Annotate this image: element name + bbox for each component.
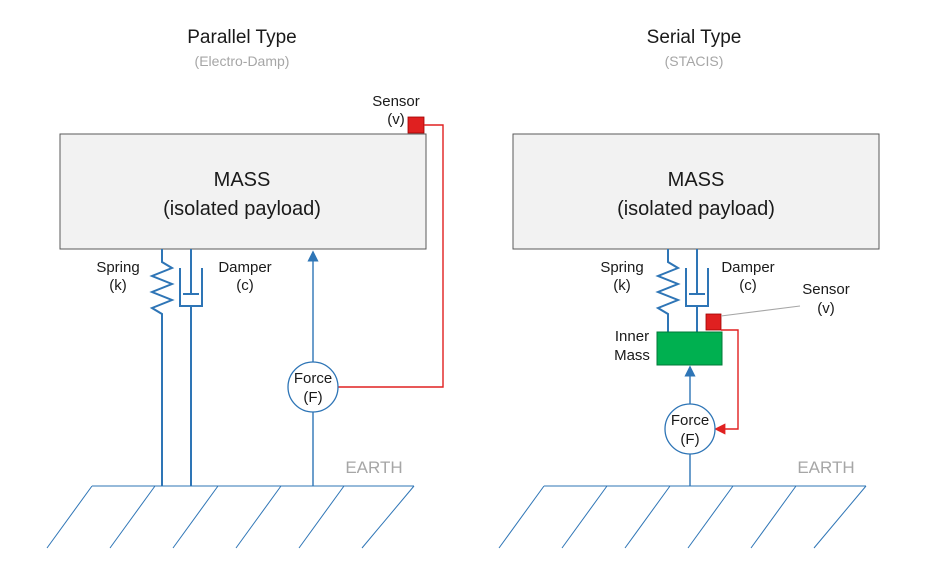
serial-earth-label: EARTH <box>797 458 854 477</box>
parallel-mass-box <box>59 133 427 250</box>
serial-damper-sublabel: (c) <box>739 277 757 294</box>
parallel-spring-label: Spring <box>96 259 139 276</box>
serial-sensor <box>705 313 722 331</box>
parallel-damper <box>179 249 203 486</box>
parallel-panel: Parallel Type (Electro-Damp) MASS (isola… <box>46 27 444 549</box>
serial-ground-hatch <box>498 485 867 549</box>
serial-sensor-label: Sensor <box>802 281 850 298</box>
serial-subtitle: (STACIS) <box>665 53 724 69</box>
serial-damper-label: Damper <box>721 259 774 276</box>
parallel-damper-sublabel: (c) <box>236 277 254 294</box>
parallel-spring <box>149 249 175 486</box>
serial-spring <box>655 249 681 332</box>
serial-inner-mass-label: Inner <box>615 328 649 345</box>
parallel-sensor <box>407 116 425 134</box>
serial-spring-sublabel: (k) <box>613 277 631 294</box>
serial-inner-mass <box>656 331 723 366</box>
parallel-mass-label: MASS <box>214 169 271 191</box>
parallel-sensor-sublabel: (v) <box>387 111 405 128</box>
serial-inner-mass-sublabel: Mass <box>614 347 650 364</box>
parallel-title: Parallel Type <box>187 27 297 48</box>
parallel-mass-sublabel: (isolated payload) <box>163 198 321 220</box>
serial-mass-label: MASS <box>668 169 725 191</box>
parallel-sensor-label: Sensor <box>372 93 420 110</box>
parallel-force-sublabel: (F) <box>303 389 322 406</box>
serial-mass-sublabel: (isolated payload) <box>617 198 775 220</box>
serial-mass-box <box>512 133 880 250</box>
serial-force-label: Force <box>671 412 709 429</box>
parallel-subtitle: (Electro-Damp) <box>195 53 290 69</box>
parallel-feedback-line <box>315 124 444 393</box>
serial-damper <box>685 249 709 332</box>
serial-title: Serial Type <box>647 27 742 48</box>
serial-sensor-leader-line <box>720 305 801 317</box>
parallel-force-label: Force <box>294 370 332 387</box>
parallel-damper-label: Damper <box>218 259 271 276</box>
serial-feedback-line <box>714 329 739 435</box>
parallel-earth-label: EARTH <box>345 458 402 477</box>
parallel-ground-hatch <box>46 485 415 549</box>
serial-panel: Serial Type (STACIS) MASS (isolated payl… <box>498 27 880 549</box>
serial-spring-label: Spring <box>600 259 643 276</box>
serial-sensor-sublabel: (v) <box>817 300 835 317</box>
serial-force-sublabel: (F) <box>680 431 699 448</box>
parallel-spring-sublabel: (k) <box>109 277 127 294</box>
